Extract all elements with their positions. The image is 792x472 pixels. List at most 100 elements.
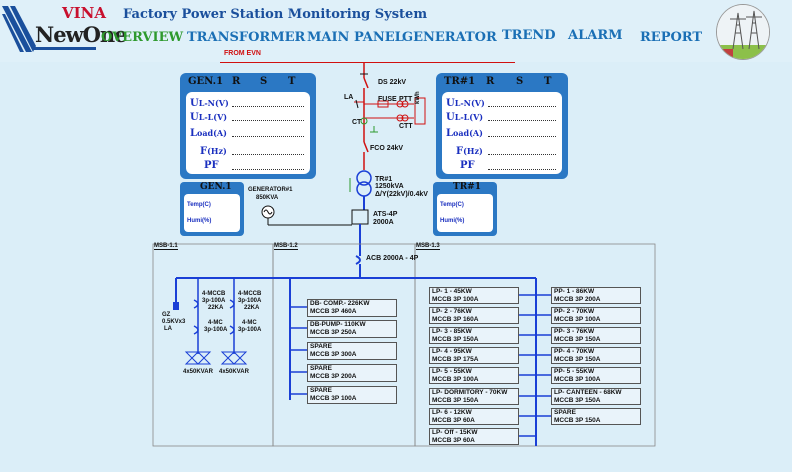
tr-ull-row: UL-L(V) [446,112,484,123]
gen-freq-row: F(Hz) [200,146,227,157]
brand-logo-mark-icon [2,6,36,52]
gen-env-panel[interactable]: GEN.1 Temp(C) Humi(%) [180,182,244,236]
mc-left-rating: 3p-100A [204,327,228,333]
fco-label: FCO 24kV [370,145,404,152]
ats-rating: 2000A [373,219,394,226]
gen-phase-t: T [288,76,296,87]
gen-meter-readings: UL-N(V) UL-L(V) Load(A) F(Hz) PF [186,92,310,174]
transformer-ratio: Δ/Y(22kV)/0.4kV [375,191,428,198]
brand-name-top: VINA [62,4,107,22]
tr-meter-readings: UL-N(V) UL-L(V) Load(A) F(Hz) PF [442,92,562,174]
mccb-right-rating: 3p-100A [238,298,262,304]
tab-generator[interactable]: GENERATOR [402,30,497,45]
gen-temp-label: Temp(C) [187,202,211,208]
gen-ull-row: UL-L(V) [190,112,228,123]
msb-1-3-label[interactable]: MSB-1.3 [416,243,440,250]
transformer-name: TR#1 [375,176,393,183]
gen-phase-r: R [232,76,241,87]
gen-env-readings: Temp(C) Humi(%) [184,194,240,232]
ptt-label: PTT [399,96,413,103]
ats-label: ATS-4P [373,211,398,218]
fuse-label: FUSE [378,96,397,103]
gz-rating: 0.5KVx3 [162,319,186,325]
gz-unit: LA [164,326,172,332]
gen-uln-row: UL-N(V) [190,98,229,109]
tr-pf-label: PF [460,160,475,171]
tr-temp-label: Temp(C) [440,202,464,208]
msb-1-1-label[interactable]: MSB-1.1 [154,243,178,250]
gen-env-title: GEN.1 [200,182,232,192]
generator-symbol-icon[interactable] [260,204,276,220]
gen-humi-label: Humi(%) [187,218,212,224]
diagram-lines [152,62,656,447]
single-line-diagram: FROM EVN DS 22kV LA FUSE PTT CT CTT kWh … [0,50,792,472]
tab-report[interactable]: REPORT [640,30,703,45]
brand-name-main: NewOne [35,22,128,47]
brand-underline [34,47,96,50]
generator-label: GENERATOR#1 [248,187,293,193]
gen-load-row: Load(A) [190,128,227,139]
kwh-meter-label: kWh [415,91,421,104]
mccb-right-ka: 22KA [244,305,260,311]
gen-pf-label: PF [204,160,219,171]
gen-meter-panel[interactable]: GEN.1 R S T UL-N(V) UL-L(V) Load(A) F(Hz… [180,73,316,179]
acb-label: ACB 2000A - 4P [366,255,419,262]
ds-label: DS 22kV [378,79,407,86]
tr-phase-r: R [486,76,495,87]
gen-meter-title: GEN.1 [188,76,224,87]
mc-right-label: 4-MC [242,320,257,326]
mccb-left-label: 4-MCCB [202,291,226,297]
tab-alarm[interactable]: ALARM [568,28,623,43]
tr-env-panel[interactable]: TR#1 Temp(C) Humi(%) [433,182,497,236]
tr-meter-title: TR#1 [444,76,476,87]
tr-humi-label: Humi(%) [440,218,465,224]
tr-meter-panel[interactable]: TR#1 R S T UL-N(V) UL-L(V) Load(A) F(Hz)… [436,73,568,179]
tr-phase-t: T [544,76,552,87]
mc-right-rating: 3p-100A [238,327,262,333]
header-bar: VINA NewOne Factory Power Station Monito… [0,0,792,62]
tab-transformer[interactable]: TRANSFORMER [187,30,306,45]
mccb-right-label: 4-MCCB [238,291,262,297]
source-label: FROM EVN [224,50,261,57]
ctt-label: CTT [399,123,413,130]
tab-trend[interactable]: TREND [502,28,556,43]
la-label: LA [344,94,354,101]
tab-overview[interactable]: OVERVIEW [101,30,184,45]
mccb-left-ka: 22KA [208,305,224,311]
gz-label: GZ [162,312,171,318]
gen-phase-s: S [260,76,268,87]
msb-1-2-label[interactable]: MSB-1.2 [274,243,298,250]
tr-env-title: TR#1 [453,182,481,192]
mc-left-label: 4-MC [208,320,223,326]
tr-load-row: Load(A) [446,128,483,139]
tr-freq-row: F(Hz) [456,146,483,157]
ct-label: CT [352,119,362,126]
mccb-left-rating: 3p-100A [202,298,226,304]
power-tower-emblem-icon [716,4,770,60]
app-title: Factory Power Station Monitoring System [123,7,428,22]
tr-phase-s: S [516,76,524,87]
tab-main-panel[interactable]: MAIN PANEL [307,30,404,45]
generator-rating: 850KVA [256,195,279,201]
cap-bank-left-label: 4x50KVAR [183,369,213,375]
